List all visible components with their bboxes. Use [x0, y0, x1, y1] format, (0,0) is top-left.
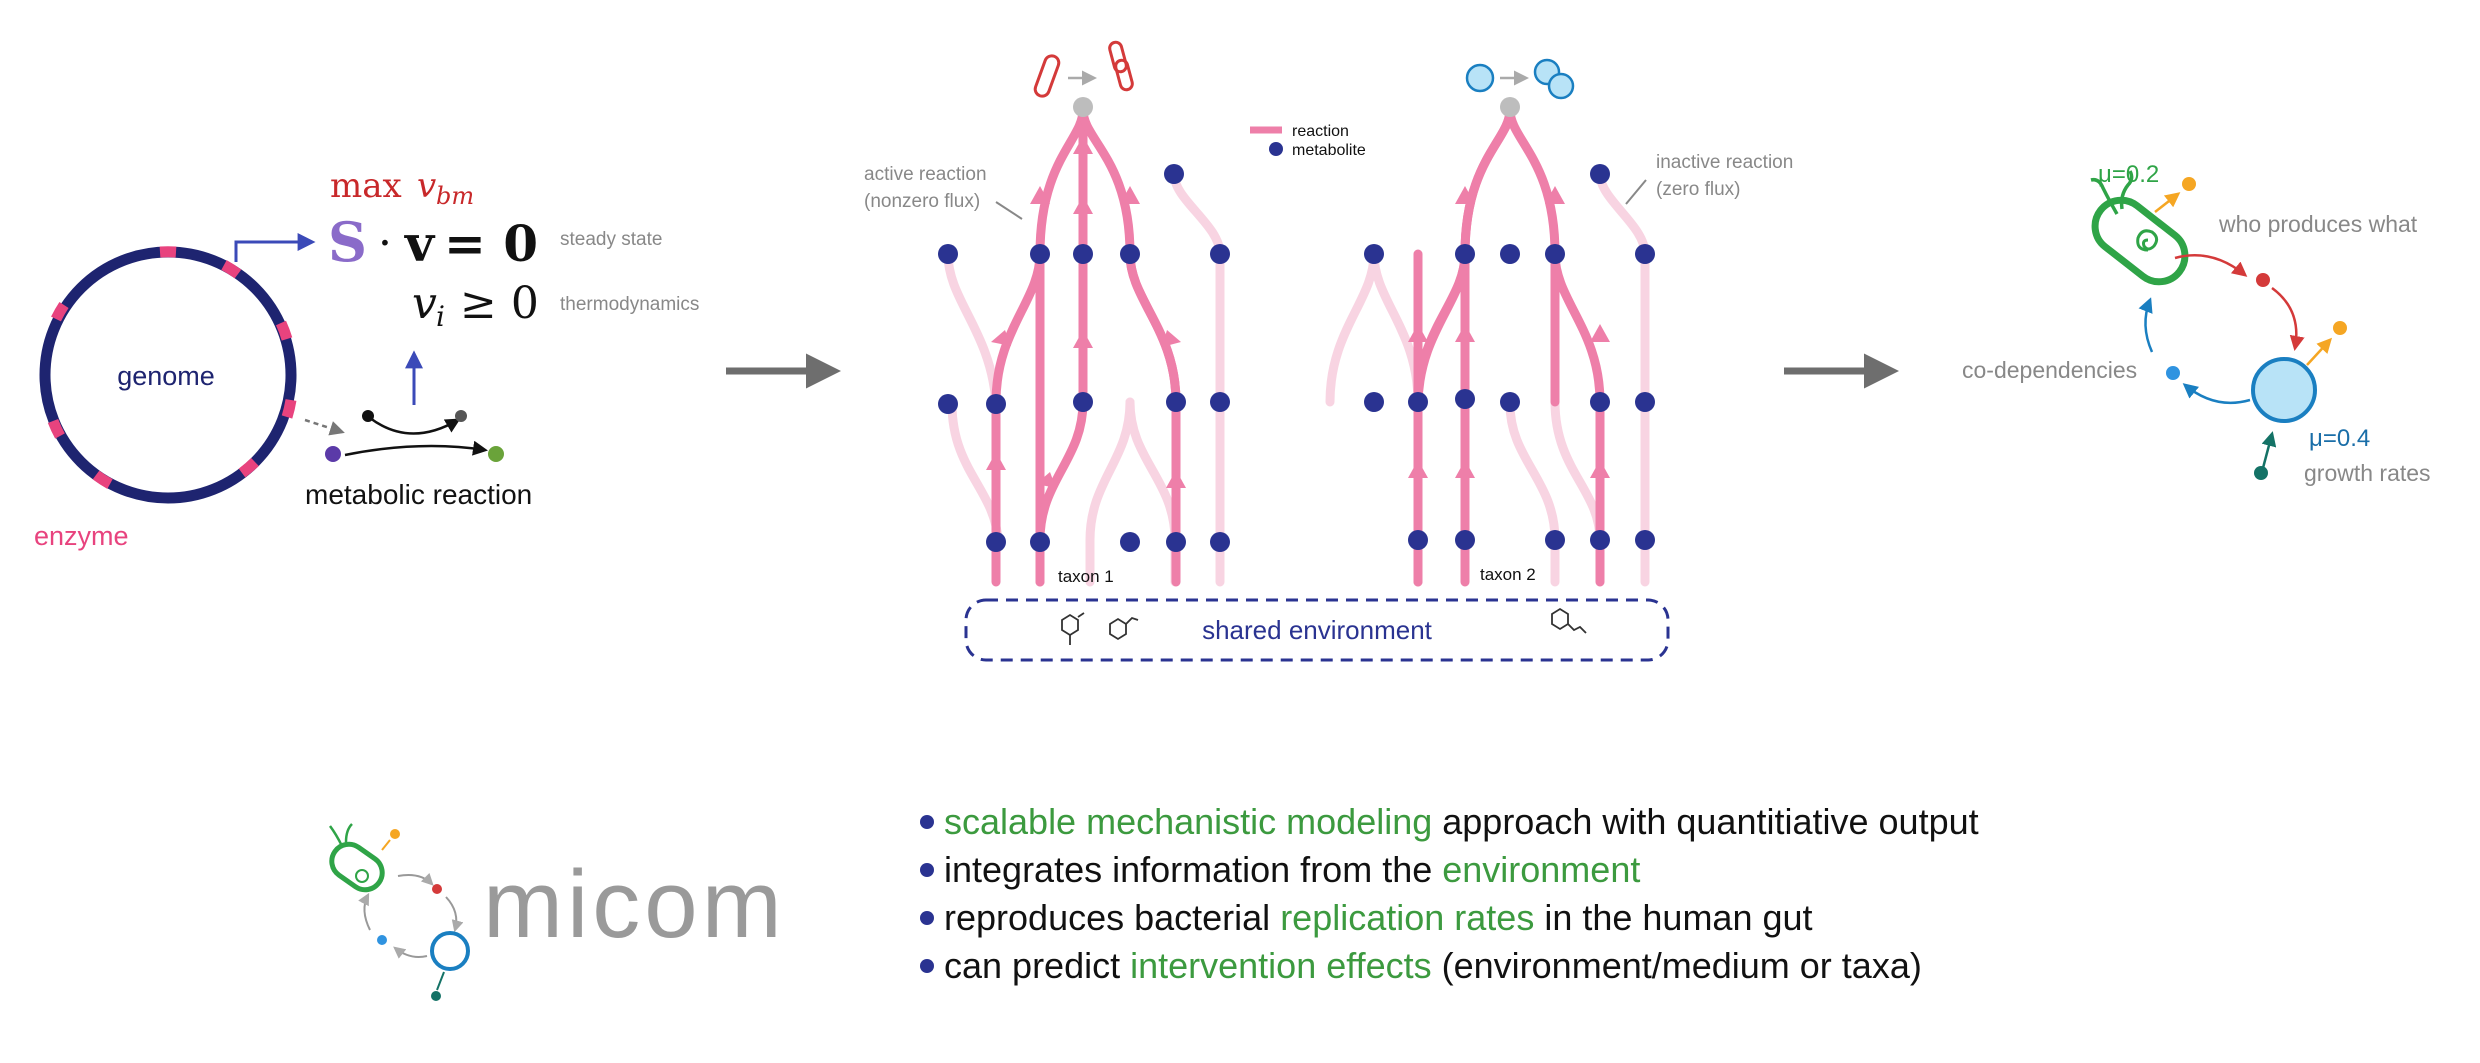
- bullet-highlight: environment: [1442, 849, 1641, 890]
- growth-rates-label: growth rates: [2304, 460, 2431, 486]
- exchanged-metabolite: [2256, 273, 2270, 287]
- flux-vector-symbol: v: [404, 214, 436, 273]
- network-legend: reaction metabolite: [1250, 123, 1366, 159]
- taxon2-arrowheads: [1408, 186, 1610, 478]
- flux-var-sub: i: [436, 300, 445, 333]
- green-output-metabolite: [2182, 177, 2196, 191]
- blue-output-metabolite: [2333, 321, 2347, 335]
- taxon2-label: taxon 2: [1480, 565, 1536, 584]
- shared-environment-label: shared environment: [1202, 615, 1433, 645]
- metabolite-nodes: [938, 164, 1655, 552]
- coccus-division-icon: [1465, 58, 1575, 100]
- blue-output-arrow: [2306, 337, 2333, 366]
- micom-logo: micom: [328, 823, 786, 1001]
- environment-molecule-icons: [1061, 607, 1587, 645]
- bullet-pre: integrates information from the: [944, 849, 1443, 890]
- genome-model-panel: genome enzyme max v bm S · v = 0 steady …: [34, 166, 699, 551]
- enzyme-label: enzyme: [34, 521, 129, 551]
- eq-geq: ≥ 0: [460, 278, 539, 329]
- micom-logo-text: micom: [483, 851, 786, 958]
- teal-input-arrow: [2261, 431, 2277, 469]
- genome-to-matrix-arrow: [234, 233, 316, 262]
- objective-var: v: [417, 166, 436, 206]
- active-reaction-pointer: [995, 201, 1023, 220]
- feature-bullet: integrates information from the environm…: [920, 846, 2220, 894]
- metabolic-reaction-label: metabolic reaction: [305, 479, 532, 510]
- inactive-reaction-pointer: [1625, 179, 1647, 205]
- inactive-reaction-label-1: inactive reaction: [1656, 152, 1793, 173]
- bullet-highlight: replication rates: [1280, 897, 1535, 938]
- bullet-pre: can predict: [944, 945, 1131, 986]
- inactive-reaction-label-2: (zero flux): [1656, 179, 1740, 200]
- thermodynamics-label: thermodynamics: [560, 294, 699, 315]
- blue-to-lightblue-arrow: [2182, 383, 2251, 405]
- bullet-dot-icon: [920, 959, 934, 973]
- bullet-rest: (environment/medium or taxa): [1431, 945, 1922, 986]
- feature-bullet: scalable mechanistic modeling approach w…: [920, 798, 2220, 846]
- metabolic-reaction-icon: [304, 350, 504, 462]
- bullet-pre: reproduces bacterial: [944, 897, 1281, 938]
- bullet-dot-icon: [920, 863, 934, 877]
- who-produces-label: who produces what: [2218, 211, 2418, 237]
- active-reaction-label-2: (nonzero flux): [864, 191, 980, 212]
- taxon2-biomass-node: [1500, 97, 1520, 117]
- taxon1-arrowheads: [986, 136, 1186, 488]
- feature-bullet: can predict intervention effects (enviro…: [920, 942, 2220, 990]
- legend-metabolite-label: metabolite: [1292, 142, 1366, 159]
- community-growth-panel: μ=0.2 who produces what μ=0.4 growth rat…: [1962, 161, 2431, 486]
- eq-rhs: = 0: [444, 214, 538, 273]
- bullet-highlight: scalable mechanistic modeling: [944, 801, 1433, 842]
- blue-bacterium-icon: [2251, 357, 2317, 423]
- teal-input-metabolite: [2254, 466, 2268, 480]
- lightblue-to-green-arrow: [2138, 297, 2154, 353]
- codependencies-label: co-dependencies: [1962, 357, 2137, 383]
- bullet-rest: approach with quantitiative output: [1432, 801, 1979, 842]
- objective-sub: bm: [436, 182, 474, 210]
- feature-bullet-list: scalable mechanistic modeling approach w…: [920, 798, 2220, 990]
- bullet-dot-icon: [920, 911, 934, 925]
- green-to-red-arrow: [2174, 254, 2248, 277]
- taxon1-label: taxon 1: [1058, 567, 1114, 586]
- lightblue-metabolite: [2166, 366, 2180, 380]
- feature-bullet: reproduces bacterial replication rates i…: [920, 894, 2220, 942]
- community-network-panel: reaction metabolite active reaction (non…: [864, 40, 1793, 662]
- green-bacterium-icon: [2090, 170, 2189, 286]
- stoich-matrix-symbol: S: [328, 210, 367, 274]
- red-to-blue-arrow: [2271, 286, 2305, 351]
- bullet-dot-icon: [920, 815, 934, 829]
- fba-equations: max v bm S · v = 0 steady state v i ≥ 0 …: [328, 166, 699, 333]
- legend-reaction-label: reaction: [1292, 123, 1349, 140]
- eq-dot: ·: [378, 218, 392, 269]
- genome-label: genome: [117, 361, 215, 391]
- mu2-label: μ=0.4: [2309, 425, 2370, 452]
- objective-max: max: [330, 166, 402, 206]
- taxon2-active-reactions: [1413, 105, 1605, 587]
- shared-environment-box: [964, 598, 1670, 662]
- mu1-label: μ=0.2: [2098, 161, 2159, 188]
- rod-bacterium-division-icon: [1033, 40, 1134, 98]
- active-reaction-label-1: active reaction: [864, 164, 987, 185]
- enzyme-segments: [47, 246, 297, 489]
- taxon1-biomass-node: [1073, 97, 1093, 117]
- steady-state-label: steady state: [560, 229, 662, 250]
- bullet-rest: in the human gut: [1534, 897, 1813, 938]
- bullet-highlight: intervention effects: [1130, 945, 1432, 986]
- flux-var: v: [412, 278, 437, 329]
- green-output-arrow: [2154, 192, 2181, 213]
